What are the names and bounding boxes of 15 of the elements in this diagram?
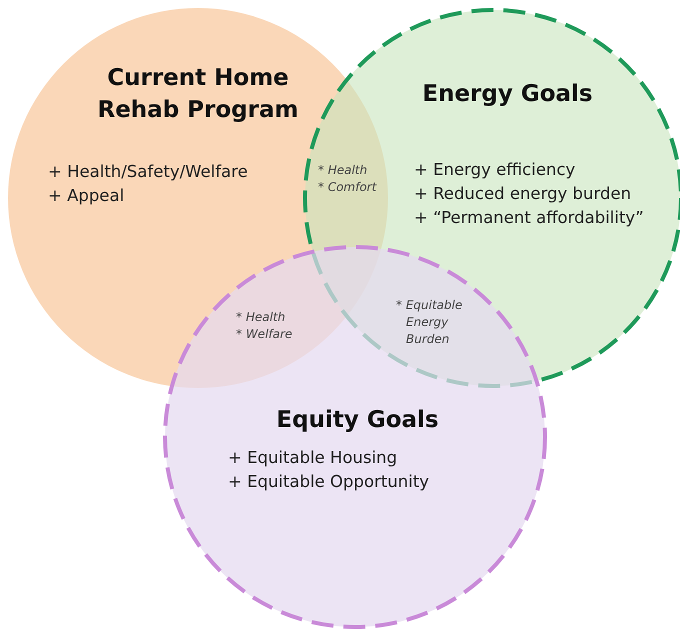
list-item: + Equitable Housing xyxy=(228,447,398,469)
list-item: + Equitable Opportunity xyxy=(228,471,430,493)
list-item: + Energy efficiency xyxy=(414,159,576,181)
overlap-label: * Welfare xyxy=(236,326,292,343)
overlap-label: * Comfort xyxy=(318,179,376,196)
list-item: + “Permanent affordability” xyxy=(414,207,644,229)
list-item: + Appeal xyxy=(48,185,124,207)
circle-title: Energy Goals xyxy=(421,80,594,109)
list-item: + Health/Safety/Welfare xyxy=(48,161,248,183)
overlap-label: * Health xyxy=(236,309,286,326)
circle-title: Current Home Rehab Program xyxy=(96,64,300,125)
list-item: + Reduced energy burden xyxy=(414,183,632,205)
circle-title: Equity Goals xyxy=(275,406,440,435)
overlap-label: * Equitable Energy Burden xyxy=(396,297,464,348)
overlap-label: * Health xyxy=(318,162,368,179)
